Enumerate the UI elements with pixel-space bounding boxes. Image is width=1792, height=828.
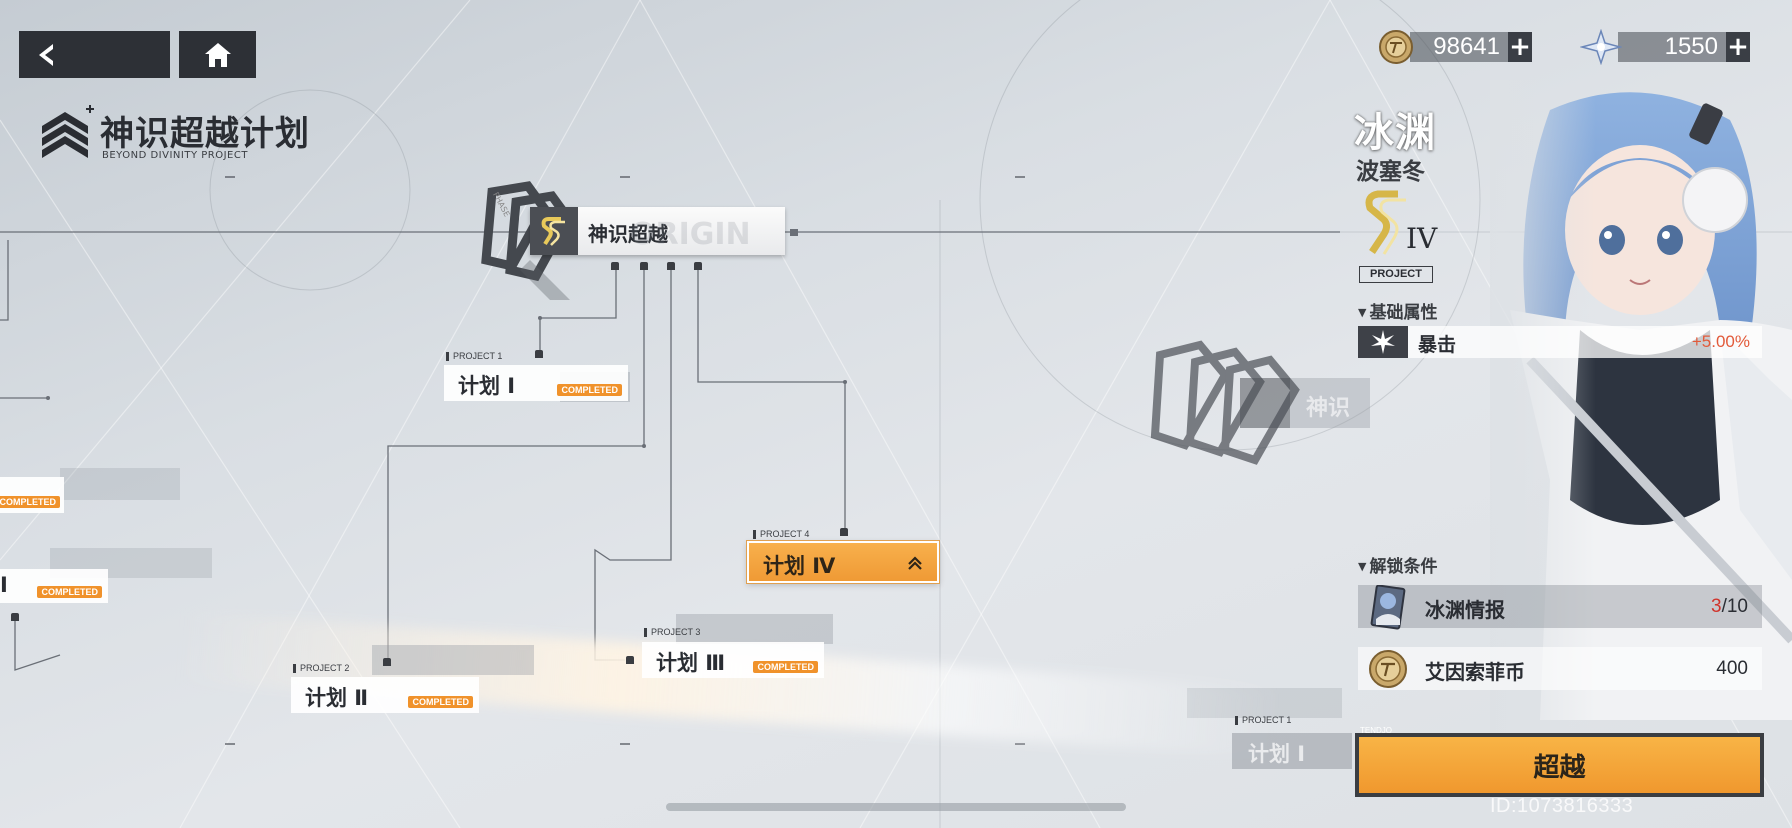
requirement-need: /10 <box>1721 596 1748 617</box>
connector-dot <box>11 613 19 621</box>
project-3-node[interactable]: 计划 Ⅲ COMPLETED <box>642 642 824 678</box>
transcend-button[interactable]: 超越 <box>1355 733 1764 797</box>
transcend-button-label: 超越 <box>1359 737 1760 793</box>
partial-project-node[interactable]: COMPLETED <box>0 477 64 513</box>
ghost-main-label: 神识 <box>1306 396 1351 421</box>
connector-dot <box>535 350 543 358</box>
page-title: 神识超越计划 <box>100 114 310 154</box>
coin-icon <box>1369 650 1407 688</box>
requirement-coin[interactable]: 艾因索菲币 400 <box>1358 647 1762 690</box>
upgrade-chevron-icon <box>908 556 922 570</box>
home-button[interactable] <box>179 31 256 78</box>
requirement-value: 400 <box>1716 658 1748 679</box>
attribute-value: +5.00% <box>1691 332 1750 351</box>
horizontal-scrollbar[interactable] <box>666 803 1126 811</box>
project-1-node[interactable]: 计划 Ⅰ COMPLETED <box>444 365 628 401</box>
project-4-node[interactable]: 计划 Ⅳ <box>747 541 939 583</box>
project-3-label: 计划 Ⅲ <box>656 651 726 675</box>
project-1-tag: PROJECT 1 <box>446 352 502 361</box>
requirement-have: 3 <box>1711 596 1722 617</box>
project-2-label: 计划 Ⅱ <box>305 686 369 710</box>
project-4-label: 计划 Ⅳ <box>763 554 836 578</box>
s-rank-icon <box>541 217 565 246</box>
chevron-rank-icon <box>42 105 94 158</box>
project-2-node[interactable]: 计划 Ⅱ COMPLETED <box>291 677 479 713</box>
connector-dot <box>840 528 848 536</box>
coin-add-button[interactable]: + <box>1508 32 1532 62</box>
page-title-block: 神识超越计划 BEYOND DIVINITY PROJECT <box>38 104 338 164</box>
requirement-progress: 3/10 <box>1711 596 1748 618</box>
node-shadow <box>372 645 534 675</box>
crystal-icon <box>1580 29 1622 65</box>
connector-dot <box>640 262 648 270</box>
coin-amount: 98641 <box>1410 32 1508 62</box>
completed-badge: COMPLETED <box>753 661 818 673</box>
home-icon <box>204 42 231 67</box>
completed-badge: COMPLETED <box>557 384 622 396</box>
requirement-name: 艾因索菲币 <box>1425 660 1525 684</box>
player-uid: ID:1073816333 <box>1490 795 1634 817</box>
coin-icon <box>1379 30 1413 64</box>
partial-project-label: I <box>0 573 8 597</box>
tendo-tag: TENDJO <box>1360 726 1392 735</box>
character-card-icon <box>1370 585 1406 630</box>
requirement-name: 冰渊情报 <box>1425 598 1505 622</box>
unlock-heading: 解锁条件 <box>1358 552 1437 577</box>
attribute-name: 暴击 <box>1418 334 1457 356</box>
main-node-s-icon <box>530 207 578 255</box>
character-portrait <box>1490 80 1792 740</box>
node-shadow <box>676 614 833 644</box>
page-subtitle: BEYOND DIVINITY PROJECT <box>102 150 248 161</box>
completed-badge: COMPLETED <box>37 586 102 598</box>
project-2-tag: PROJECT 2 <box>293 664 349 673</box>
rank-numeral: IV <box>1406 222 1438 255</box>
back-arrow-icon <box>39 43 53 66</box>
ghost-project-tag: PROJECT 1 <box>1235 716 1291 725</box>
ghost-project-label: 计划 Ⅰ <box>1248 742 1306 766</box>
attribute-row-crit: 暴击 +5.00% <box>1358 326 1762 358</box>
project-1-label: 计划 Ⅰ <box>458 374 516 398</box>
ghost-project-node[interactable]: 计划 Ⅰ <box>1232 733 1352 769</box>
completed-badge: COMPLETED <box>408 696 473 708</box>
origin-watermark: ORIGIN <box>630 217 751 252</box>
connector-dot <box>694 262 702 270</box>
main-node-divine-transcend[interactable]: 神识超越 ORIGIN <box>530 207 785 255</box>
crystal-amount: 1550 <box>1618 32 1726 62</box>
crystal-counter: 1550 + <box>1580 29 1750 65</box>
character-subtitle: 波塞冬 <box>1356 159 1425 185</box>
connector-dot <box>667 262 675 270</box>
starburst-icon <box>1358 326 1408 358</box>
rank-label: PROJECT <box>1359 266 1433 283</box>
coin-counter: 98641 + <box>1376 30 1532 64</box>
connector-dot <box>611 262 619 270</box>
rank-s-badge-icon <box>1365 190 1406 255</box>
project-4-tag: PROJECT 4 <box>753 530 809 539</box>
character-name: 冰渊 <box>1354 110 1436 156</box>
crystal-add-button[interactable]: + <box>1726 32 1750 62</box>
requirement-intel[interactable]: 冰渊情报 3/10 <box>1358 585 1762 630</box>
connector-dot <box>383 658 391 666</box>
connector-dot <box>626 656 634 664</box>
partial-project-node[interactable]: I COMPLETED <box>0 569 108 603</box>
back-button[interactable] <box>19 31 170 78</box>
project-3-tag: PROJECT 3 <box>644 628 700 637</box>
completed-badge: COMPLETED <box>0 496 60 508</box>
attributes-heading: 基础属性 <box>1358 298 1437 323</box>
main-node-label: 神识超越 <box>588 222 668 246</box>
